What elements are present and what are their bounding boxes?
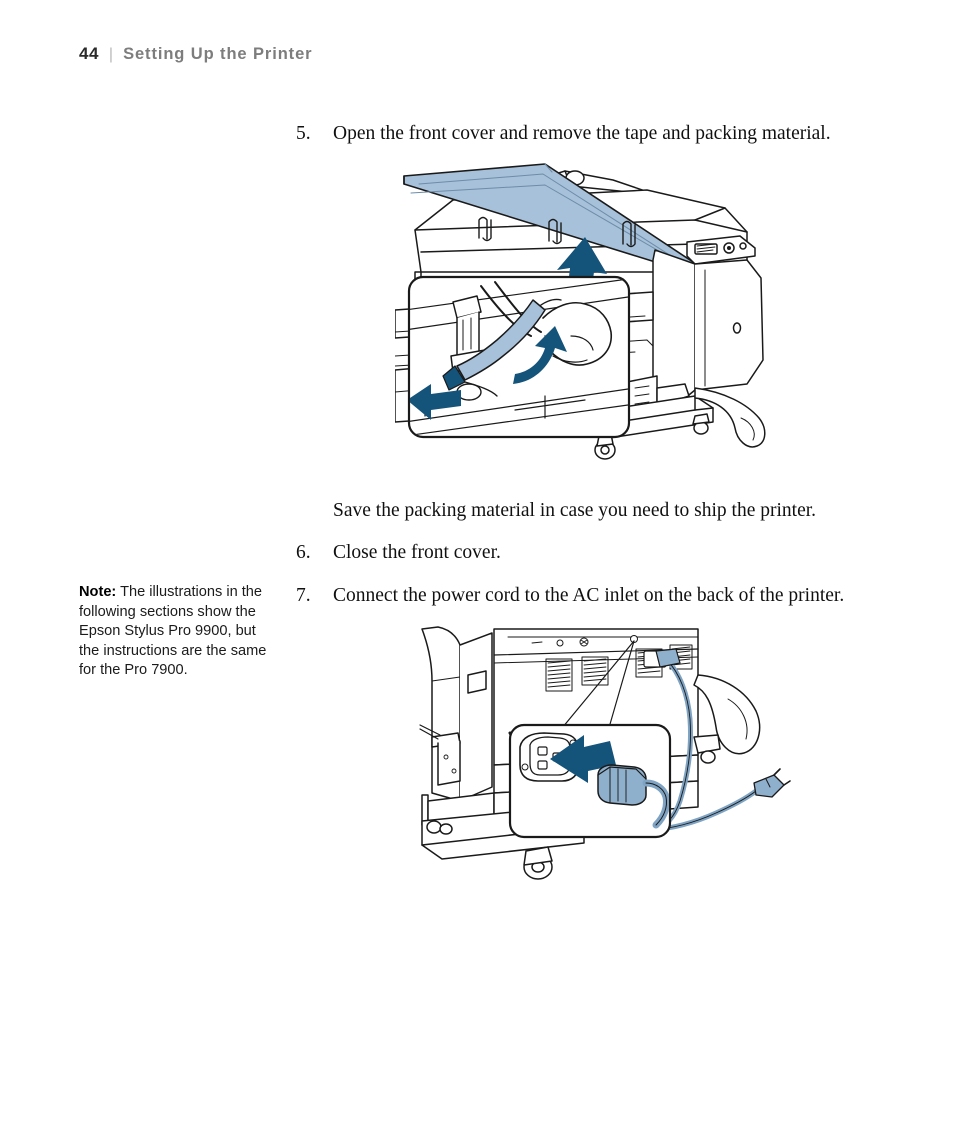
step-6: 6. Close the front cover. bbox=[296, 540, 816, 566]
step-7-text: Connect the power cord to the AC inlet o… bbox=[333, 585, 845, 606]
step-5-number: 5. bbox=[296, 123, 311, 144]
front-cover-illustration bbox=[395, 163, 766, 460]
ac-inlet bbox=[519, 732, 579, 782]
step-6-text: Close the front cover. bbox=[333, 542, 501, 563]
margin-note: Note: The illustrations in the following… bbox=[79, 583, 269, 681]
step-5: 5. Open the front cover and remove the t… bbox=[296, 121, 856, 147]
wall-plug bbox=[753, 768, 791, 798]
arrow-curl-icon bbox=[513, 326, 567, 384]
step-6-number: 6. bbox=[296, 542, 311, 563]
save-packing-paragraph: Save the packing material in case you ne… bbox=[333, 500, 817, 521]
step-7: 7. Connect the power cord to the AC inle… bbox=[296, 583, 856, 609]
arrow-left-icon bbox=[410, 384, 461, 420]
note-text: The illustrations in the following secti… bbox=[79, 584, 267, 679]
header-separator: | bbox=[108, 46, 114, 63]
page-header: 44 | Setting Up the Printer bbox=[79, 44, 312, 64]
section-title: Setting Up the Printer bbox=[123, 45, 313, 63]
step-5-text: Open the front cover and remove the tape… bbox=[333, 123, 831, 144]
step-7-number: 7. bbox=[296, 585, 311, 606]
power-cord-illustration bbox=[419, 626, 791, 880]
arrow-insert-icon bbox=[550, 735, 616, 783]
packing-tape bbox=[456, 299, 546, 381]
note-label: Note: bbox=[79, 584, 117, 600]
figure-open-front-cover bbox=[395, 160, 795, 485]
power-plug bbox=[597, 764, 669, 829]
page-number: 44 bbox=[79, 44, 99, 63]
figure-connect-power-cord bbox=[398, 615, 798, 900]
